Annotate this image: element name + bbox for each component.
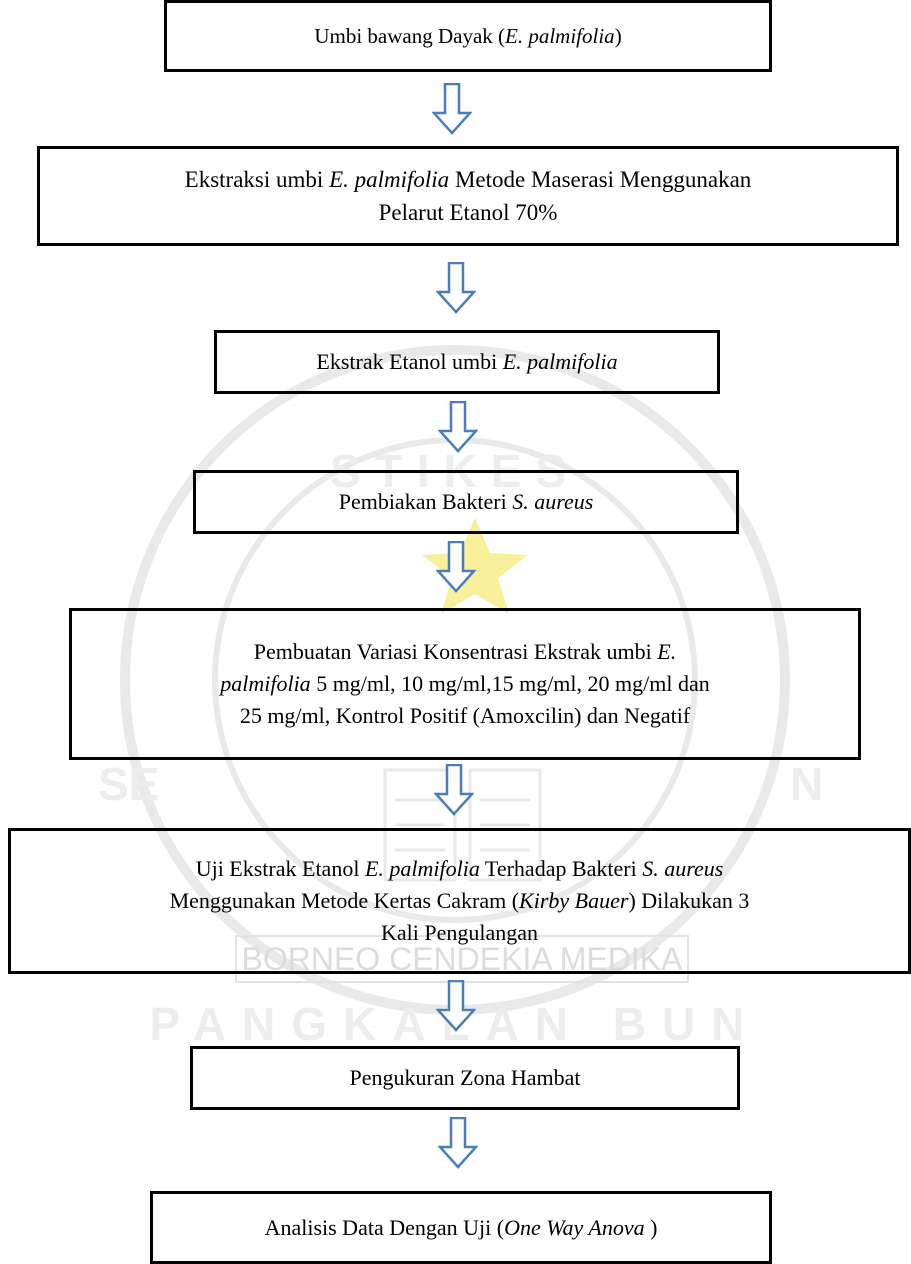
- arrow-down-icon: [432, 83, 472, 135]
- watermark-left: SE: [98, 758, 159, 810]
- watermark-right: N: [790, 758, 823, 810]
- step-uji: Uji Ekstrak Etanol E. palmifolia Terhada…: [8, 828, 911, 974]
- step-analisis: Analisis Data Dengan Uji (One Way Anova …: [150, 1191, 772, 1264]
- step-ekstrak: Ekstrak Etanol umbi E. palmifolia: [214, 330, 720, 394]
- arrow-down-icon: [436, 541, 476, 593]
- step-umbi: Umbi bawang Dayak (E. palmifolia): [164, 0, 772, 72]
- arrow-down-icon: [436, 980, 476, 1032]
- arrow-down-icon: [438, 1117, 478, 1169]
- step-pembiakan: Pembiakan Bakteri S. aureus: [193, 470, 739, 534]
- step-umbi-text: Umbi bawang Dayak (E. palmifolia): [314, 23, 622, 48]
- step-pengukuran: Pengukuran Zona Hambat: [190, 1046, 740, 1110]
- arrow-down-icon: [436, 262, 476, 314]
- arrow-down-icon: [434, 764, 474, 816]
- arrow-down-icon: [438, 401, 478, 453]
- step-variasi: Pembuatan Variasi Konsentrasi Ekstrak um…: [69, 608, 861, 760]
- step-ekstraksi: Ekstraksi umbi E. palmifolia Metode Mase…: [37, 146, 899, 246]
